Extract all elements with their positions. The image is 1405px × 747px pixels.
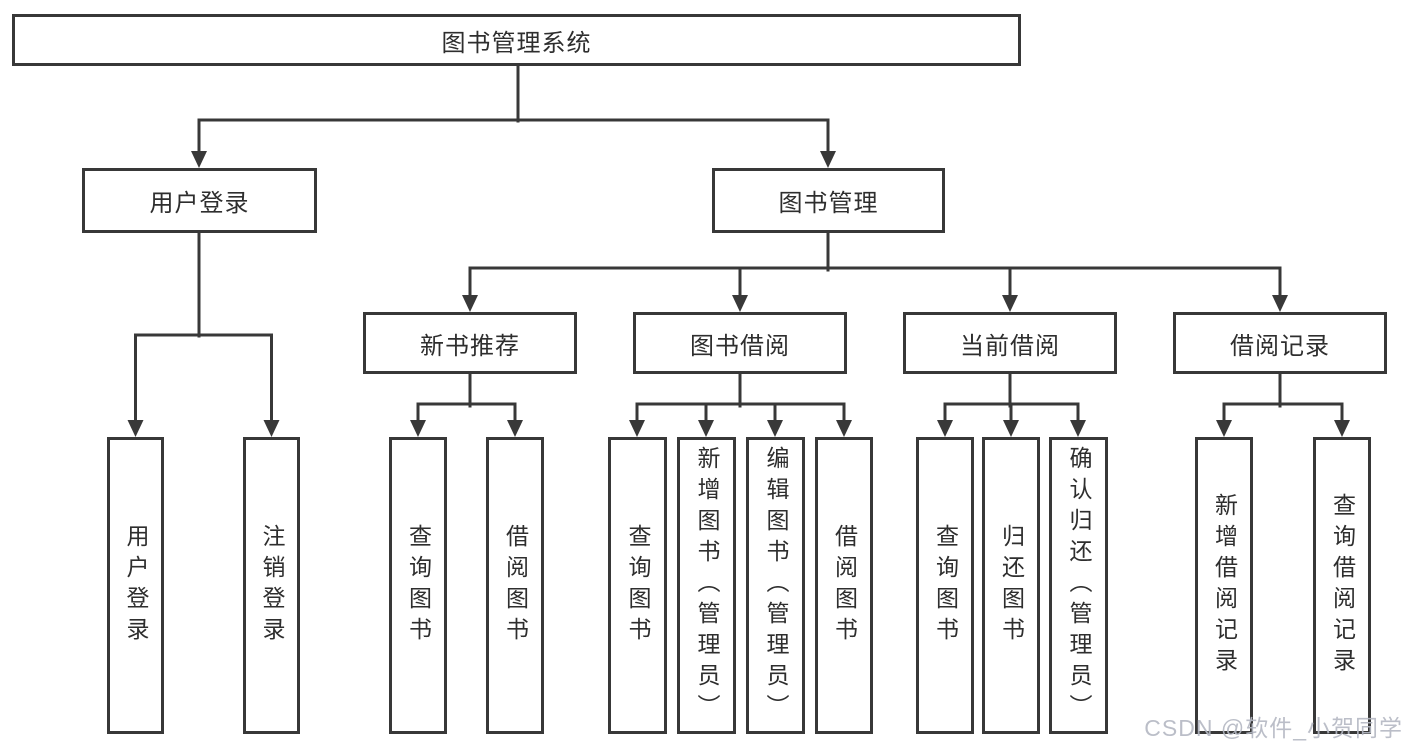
node-label: 新书推荐 <box>420 332 520 360</box>
node-label: 图书管理系统 <box>441 29 592 57</box>
node-label: 新增图书（管理员） <box>694 446 720 725</box>
node-label: 借阅图书 <box>831 523 858 648</box>
node-label: 用户登录 <box>149 190 250 217</box>
node-label: 查询图书 <box>405 523 432 648</box>
node-label: 借阅记录 <box>1230 332 1330 360</box>
node-label: 查询借阅记录 <box>1329 492 1356 679</box>
node-library-system: 图书管理系统 <box>12 14 1021 66</box>
node-label: 图书借阅 <box>690 332 790 360</box>
node-logout: 注销登录 <box>243 437 300 734</box>
node-user-login-leaf: 用户登录 <box>107 437 164 734</box>
node-label: 新增借阅记录 <box>1211 492 1238 679</box>
node-borrow-books: 借阅图书 <box>815 437 873 734</box>
node-label: 图书管理 <box>778 190 879 217</box>
node-query-borrow-record: 查询借阅记录 <box>1313 437 1371 734</box>
node-add-borrow-record: 新增借阅记录 <box>1195 437 1253 734</box>
node-label: 查询图书 <box>932 523 959 648</box>
node-label: 确认归还（管理员） <box>1066 446 1092 725</box>
node-add-books-admin: 新增图书（管理员） <box>677 437 736 734</box>
node-label: 归还图书 <box>998 523 1025 648</box>
node-user-login: 用户登录 <box>82 168 317 233</box>
node-label: 用户登录 <box>123 523 149 648</box>
node-label: 当前借阅 <box>960 332 1060 360</box>
node-book-borrowing: 图书借阅 <box>633 312 847 374</box>
node-query-books-current: 查询图书 <box>916 437 974 734</box>
node-query-books-borrowing: 查询图书 <box>608 437 667 734</box>
node-current-borrowing: 当前借阅 <box>903 312 1117 374</box>
node-new-book-recommend: 新书推荐 <box>363 312 577 374</box>
node-label: 注销登录 <box>259 523 285 648</box>
node-label: 编辑图书（管理员） <box>763 446 789 725</box>
node-book-management: 图书管理 <box>712 168 945 233</box>
node-label: 查询图书 <box>625 523 651 648</box>
node-return-books: 归还图书 <box>982 437 1040 734</box>
node-label: 借阅图书 <box>502 523 529 648</box>
node-confirm-return-admin: 确认归还（管理员） <box>1049 437 1108 734</box>
node-query-books-recommend: 查询图书 <box>389 437 447 734</box>
csdn-watermark: CSDN @软件_小贺同学 <box>1144 715 1403 741</box>
node-edit-books-admin: 编辑图书（管理员） <box>746 437 805 734</box>
node-borrowing-records: 借阅记录 <box>1173 312 1387 374</box>
node-borrow-books-recommend: 借阅图书 <box>486 437 544 734</box>
